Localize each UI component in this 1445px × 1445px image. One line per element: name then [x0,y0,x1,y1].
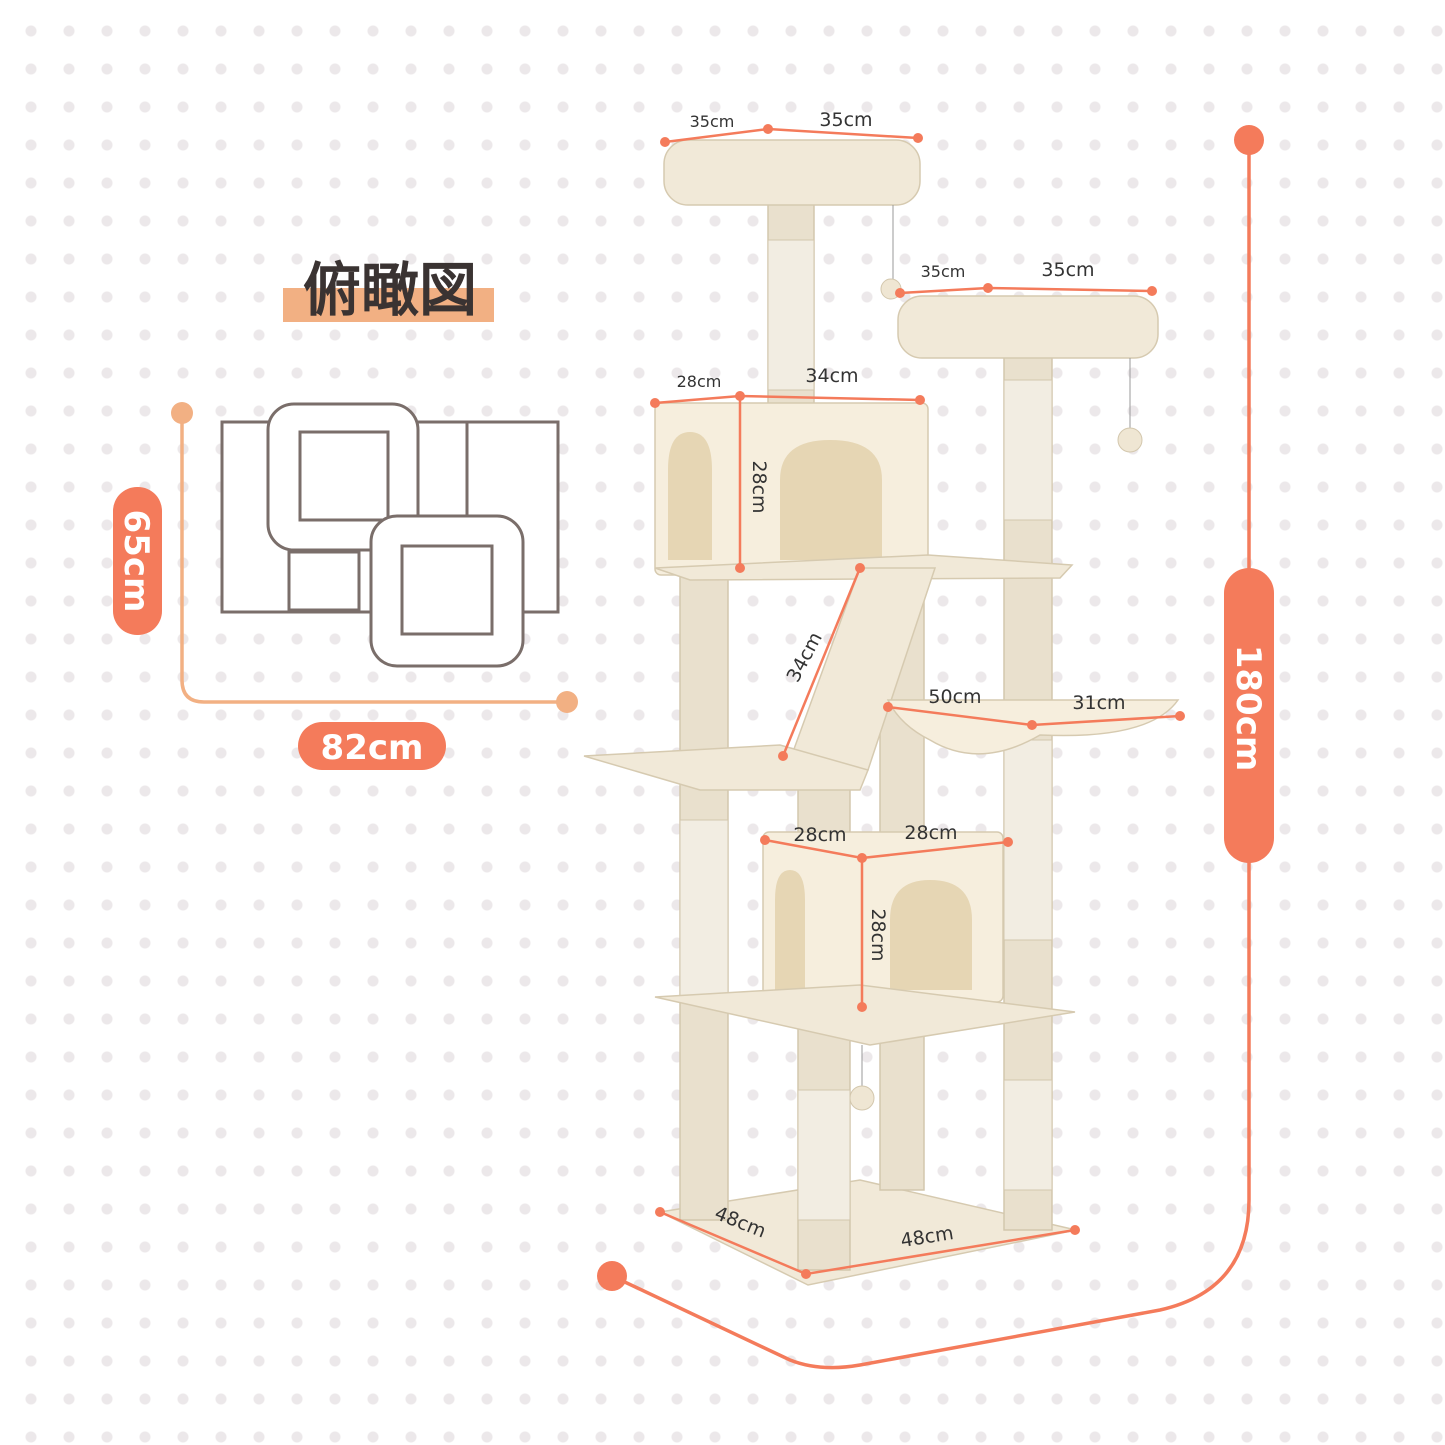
top-view-plan [220,402,560,668]
lower-condo-height-label: 28cm [867,908,889,961]
title-highlight [283,288,494,322]
lower-condo-depth-label: 28cm [793,824,846,846]
dimension-lines [597,124,1264,1370]
cat-tree-image [583,139,1180,1286]
second-perch-depth-label: 35cm [921,262,966,281]
svg-text:82cm: 82cm [321,728,424,768]
upper-condo-height-label: 28cm [748,460,770,513]
total-height-pill: 180cm [1224,568,1274,863]
second-perch-width-label: 35cm [1041,259,1094,281]
upper-condo-width-label: 34cm [805,365,858,387]
lower-condo-width-label: 28cm [904,822,957,844]
top-view-axes [171,402,578,713]
svg-text:65cm: 65cm [116,510,156,613]
svg-text:俯瞰図: 俯瞰図 [303,256,477,324]
width-pill: 82cm [298,722,446,770]
top-view-title: 俯瞰図 [283,256,494,324]
top-perch-width-label: 35cm [819,109,872,131]
hammock-width-label: 50cm [928,686,981,708]
hammock-depth-label: 31cm [1072,692,1125,714]
upper-condo-depth-label: 28cm [677,372,722,391]
depth-pill: 65cm [113,487,162,635]
svg-text:180cm: 180cm [1228,645,1268,772]
top-perch-depth-label: 35cm [690,112,735,131]
